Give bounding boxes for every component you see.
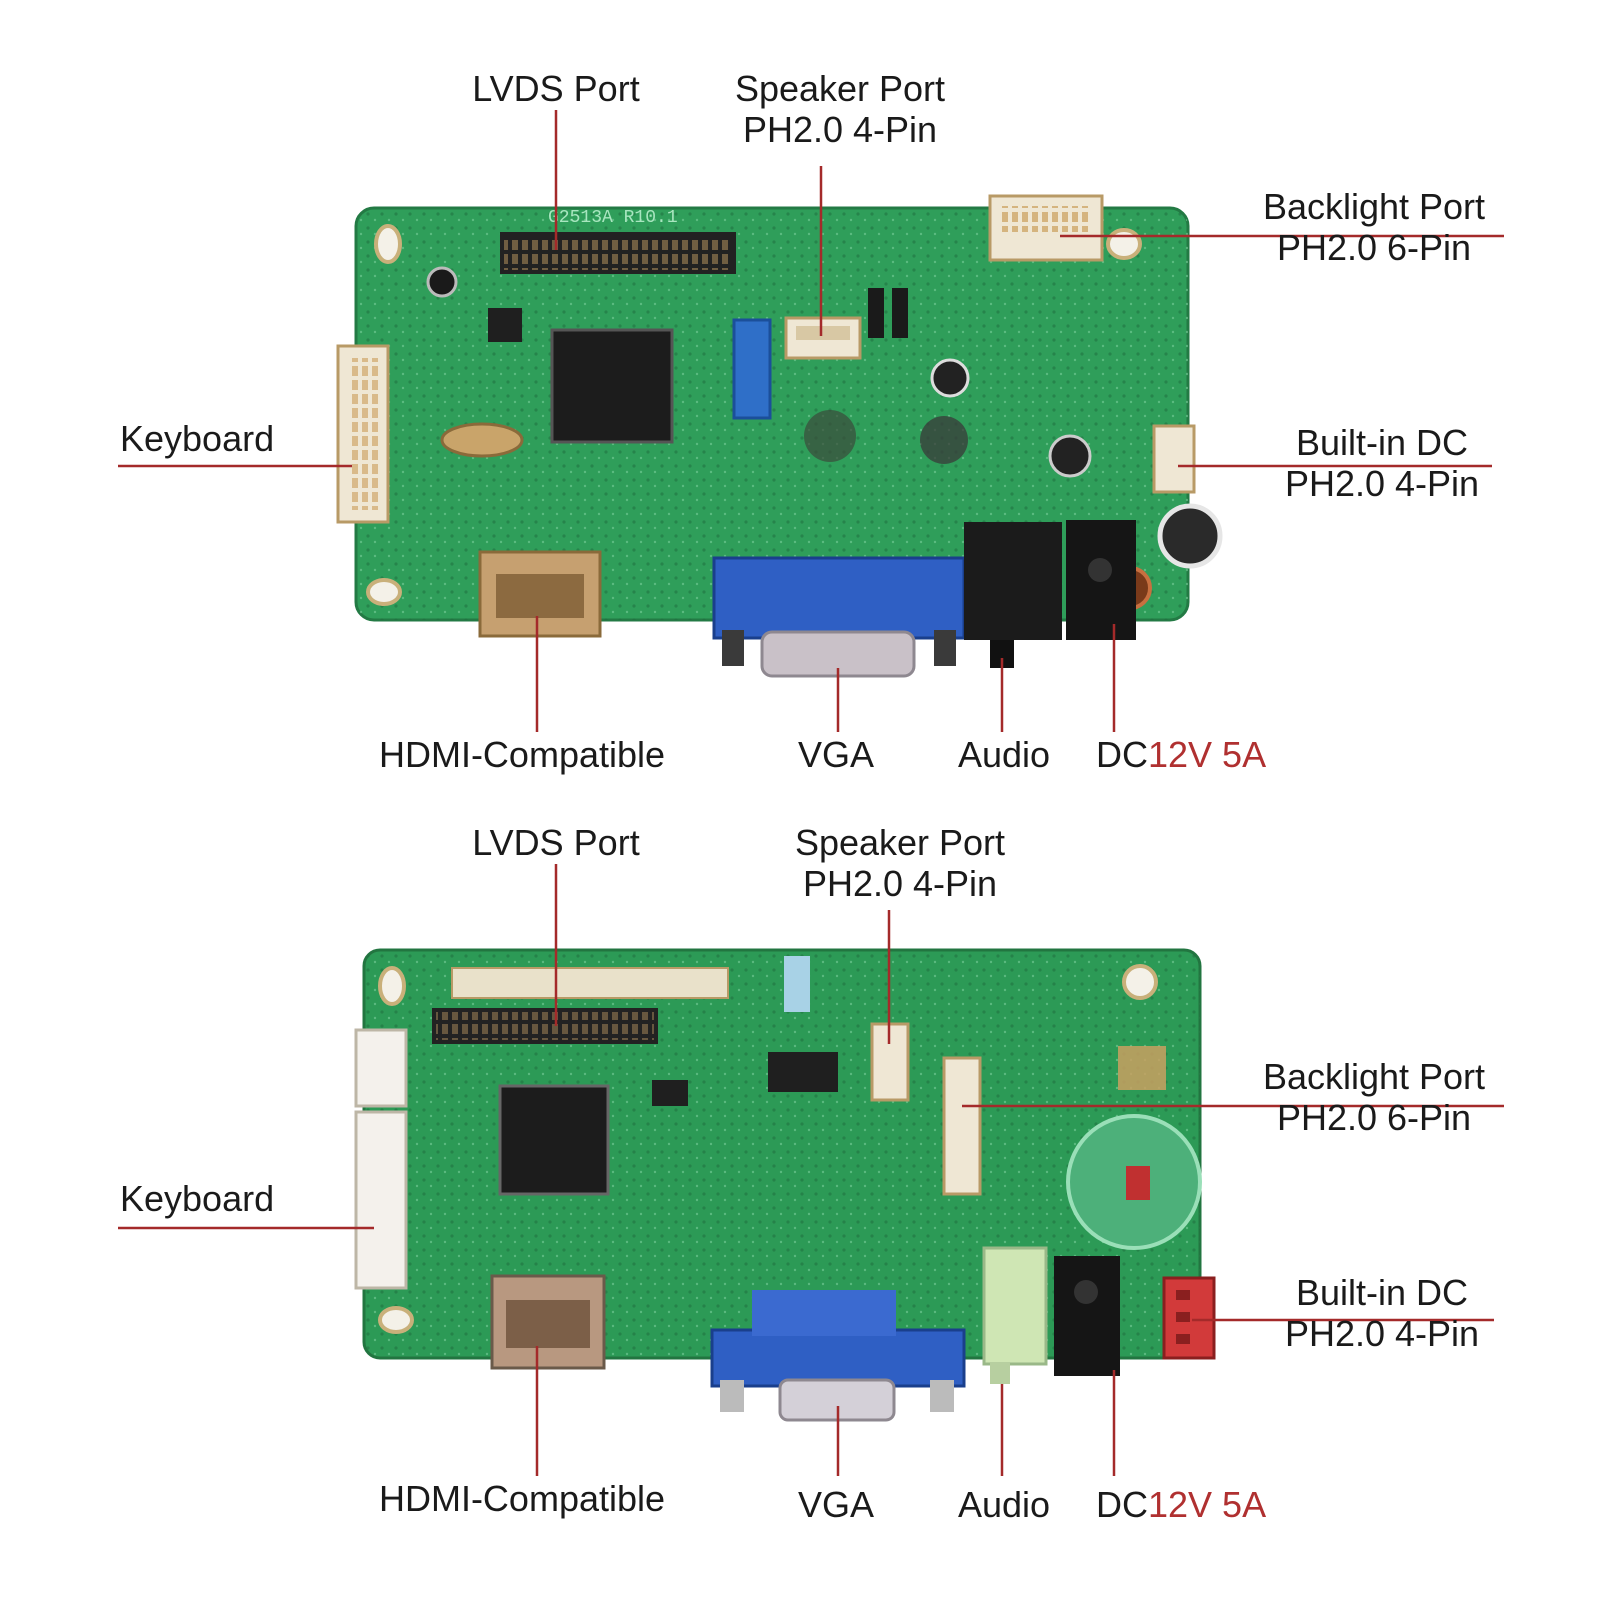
audio-jack: [964, 522, 1062, 668]
keyboard-connector: [354, 1028, 408, 1290]
label-backlight-port: Backlight Port PH2.0 6-Pin: [1263, 186, 1485, 269]
lvds-connector: [432, 967, 729, 1044]
label-builtin-sub: PH2.0 4-Pin: [1284, 1313, 1480, 1355]
label-hdmi-text: HDMI-Compatible: [378, 1478, 666, 1519]
label-vga-text: VGA: [797, 1484, 875, 1525]
label-builtin-dc: Built-in DC PH2.0 4-Pin: [1285, 422, 1479, 505]
main-chip: [550, 328, 674, 444]
hdmi-connector: [478, 550, 602, 638]
label-backlight-port: Backlight Port PH2.0 6-Pin: [1263, 1056, 1485, 1139]
capacitor: [1157, 503, 1223, 569]
blue-header: [732, 318, 772, 420]
label-builtin-dc: Built-in DC PH2.0 4-Pin: [1285, 1272, 1479, 1355]
label-backlight-sub: PH2.0 6-Pin: [1276, 1097, 1472, 1139]
label-dc-value: 12V 5A: [1148, 1484, 1267, 1525]
mounting-hole: [378, 964, 1158, 1334]
main-chip: [498, 1084, 610, 1196]
label-hdmi: HDMI-Compatible: [379, 734, 665, 775]
capacitor: [920, 416, 968, 464]
label-builtin-title: Built-in DC: [1295, 1272, 1469, 1313]
backlight-connector: [942, 1056, 982, 1196]
label-speaker-sub: PH2.0 4-Pin: [802, 863, 998, 905]
silkscreen-text: G2513A R10.1: [548, 208, 678, 228]
jumper: [892, 288, 908, 338]
label-dc-prefix: DC: [1096, 1484, 1148, 1525]
label-audio-text: Audio: [957, 1484, 1051, 1525]
label-builtin-title: Built-in DC: [1295, 422, 1469, 463]
crystal: [440, 422, 524, 458]
small-chip: [768, 1052, 838, 1092]
label-speaker-title: Speaker Port: [794, 822, 1006, 863]
pcb-board-bottom: [354, 948, 1216, 1422]
label-lvds-port: LVDS Port: [472, 68, 639, 109]
label-speaker-title: Speaker Port: [734, 68, 946, 109]
label-keyboard-text: Keyboard: [120, 1178, 275, 1219]
label-lvds-text: LVDS Port: [472, 68, 640, 109]
label-hdmi: HDMI-Compatible: [379, 1478, 665, 1519]
label-keyboard: Keyboard: [120, 1178, 274, 1219]
label-backlight-title: Backlight Port: [1262, 186, 1486, 227]
small-chip: [652, 1080, 688, 1106]
label-backlight-title: Backlight Port: [1262, 1056, 1486, 1097]
vga-connector: [712, 556, 966, 678]
buzzer-center: [1126, 1166, 1150, 1200]
leader-lines-top: [118, 110, 1504, 732]
label-builtin-sub: PH2.0 4-Pin: [1284, 463, 1480, 505]
dc-jack: [1066, 520, 1136, 640]
capacitor: [1048, 434, 1092, 478]
capacitor: [930, 358, 970, 398]
speaker-connector: [784, 316, 862, 360]
lvds-connector: [500, 232, 736, 274]
leader-lines-bottom: [118, 864, 1504, 1476]
header: [784, 956, 810, 1012]
builtin-dc-connector: [1152, 424, 1196, 494]
builtin-dc-connector: [1162, 1276, 1216, 1360]
label-lvds-port: LVDS Port: [472, 822, 639, 863]
pad-array: [1118, 1046, 1166, 1090]
capacitor: [804, 410, 856, 462]
hdmi-connector: [490, 1274, 606, 1370]
label-vga: VGA: [798, 1484, 874, 1525]
backlight-connector: [988, 194, 1104, 262]
label-dc: DC12V 5A: [1096, 1484, 1266, 1525]
label-dc: DC12V 5A: [1096, 734, 1266, 775]
label-keyboard: Keyboard: [120, 418, 274, 459]
label-audio: Audio: [958, 1484, 1050, 1525]
label-dc-prefix: DC: [1096, 734, 1148, 775]
label-backlight-sub: PH2.0 6-Pin: [1276, 227, 1472, 269]
label-vga-text: VGA: [797, 734, 875, 775]
label-dc-value: 12V 5A: [1148, 734, 1267, 775]
label-audio-text: Audio: [957, 734, 1051, 775]
label-keyboard-text: Keyboard: [120, 418, 275, 459]
keyboard-connector: [336, 344, 390, 524]
label-speaker-port: Speaker Port PH2.0 4-Pin: [735, 68, 945, 151]
label-lvds-text: LVDS Port: [472, 822, 640, 863]
vga-connector: [710, 1290, 966, 1422]
pcb-board-top: G2513A R10.1: [336, 194, 1223, 678]
label-vga: VGA: [798, 734, 874, 775]
audio-jack: [982, 1246, 1048, 1384]
capacitor: [426, 266, 458, 298]
label-speaker-port: Speaker Port PH2.0 4-Pin: [795, 822, 1005, 905]
label-speaker-sub: PH2.0 4-Pin: [742, 109, 938, 151]
label-audio: Audio: [958, 734, 1050, 775]
label-hdmi-text: HDMI-Compatible: [378, 734, 666, 775]
dc-jack: [1054, 1256, 1120, 1376]
jumper: [868, 288, 884, 338]
small-chip: [488, 308, 522, 342]
